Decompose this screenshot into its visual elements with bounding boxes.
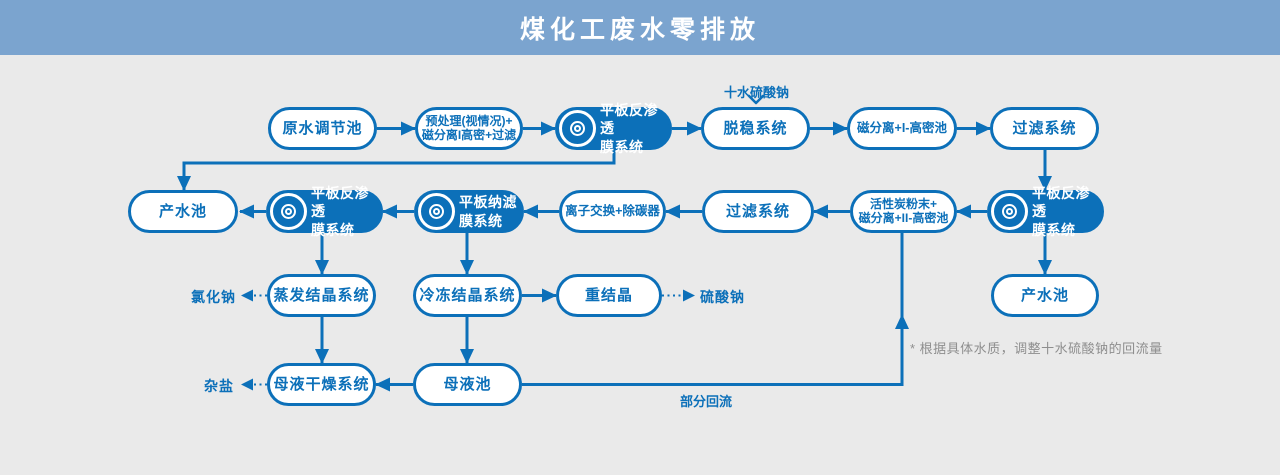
page-title: 煤化工废水零排放 [519,15,760,44]
flow-connectors [177,94,1052,392]
node-filtration-system-1: 过滤系统 [990,107,1099,150]
node-flat-sheet-nanofiltration-membrane: 平板纳滤 膜系统 [414,190,524,233]
node-flat-sheet-ro-membrane-3: 平板反渗透 膜系统 [987,185,1104,238]
membrane-disc-icon [991,193,1028,230]
membrane-disc-icon [418,193,455,230]
node-flat-sheet-ro-membrane-1: 平板反渗透 膜系统 [555,102,672,155]
label-partial-reflux: 部分回流 [680,394,733,409]
node-evaporation-crystallization: 蒸发结晶系统 [267,274,376,317]
label-sodium-chloride: 氯化钠 [191,289,236,305]
header-banner: 煤化工废水零排放 [0,0,1280,55]
node-raw-water-adjust-tank: 原水调节池 [268,107,377,150]
flowchart-canvas: 原水调节池 预处理(视情况)+ 磁分离I高密+过滤 平板反渗透 膜系统 脱稳系统… [0,55,1280,475]
membrane-disc-icon [270,193,307,230]
node-pretreatment: 预处理(视情况)+ 磁分离I高密+过滤 [415,107,523,150]
node-magnetic-separation-1-high-density-tank: 磁分离+I-高密池 [847,107,957,150]
node-filtration-system-2: 过滤系统 [702,190,814,233]
membrane-disc-icon [559,110,596,147]
node-activated-carbon-magnetic-separation-2: 活性炭粉末+ 磁分离+II-高密池 [850,190,957,233]
node-product-water-tank-2: 产水池 [991,274,1099,317]
label-mixed-salt: 杂盐 [204,378,234,394]
node-mother-liquor-tank: 母液池 [413,363,522,406]
node-product-water-tank-1: 产水池 [128,190,238,233]
node-ion-exchange-decarbonizer: 离子交换+除碳器 [559,190,666,233]
node-flat-sheet-ro-membrane-2: 平板反渗透 膜系统 [266,185,383,238]
node-recrystallization: 重结晶 [556,274,662,317]
node-freezing-crystallization: 冷冻结晶系统 [413,274,522,317]
node-mother-liquor-drying: 母液干燥系统 [267,363,376,406]
node-destabilization-system: 脱稳系统 [701,107,810,150]
label-sodium-sulfate: 硫酸钠 [700,289,745,305]
label-sodium-sulfate-decahydrate: 十水硫酸钠 [724,85,790,100]
annotation-note: * 根据具体水质，调整十水硫酸钠的回流量 [910,341,1163,356]
